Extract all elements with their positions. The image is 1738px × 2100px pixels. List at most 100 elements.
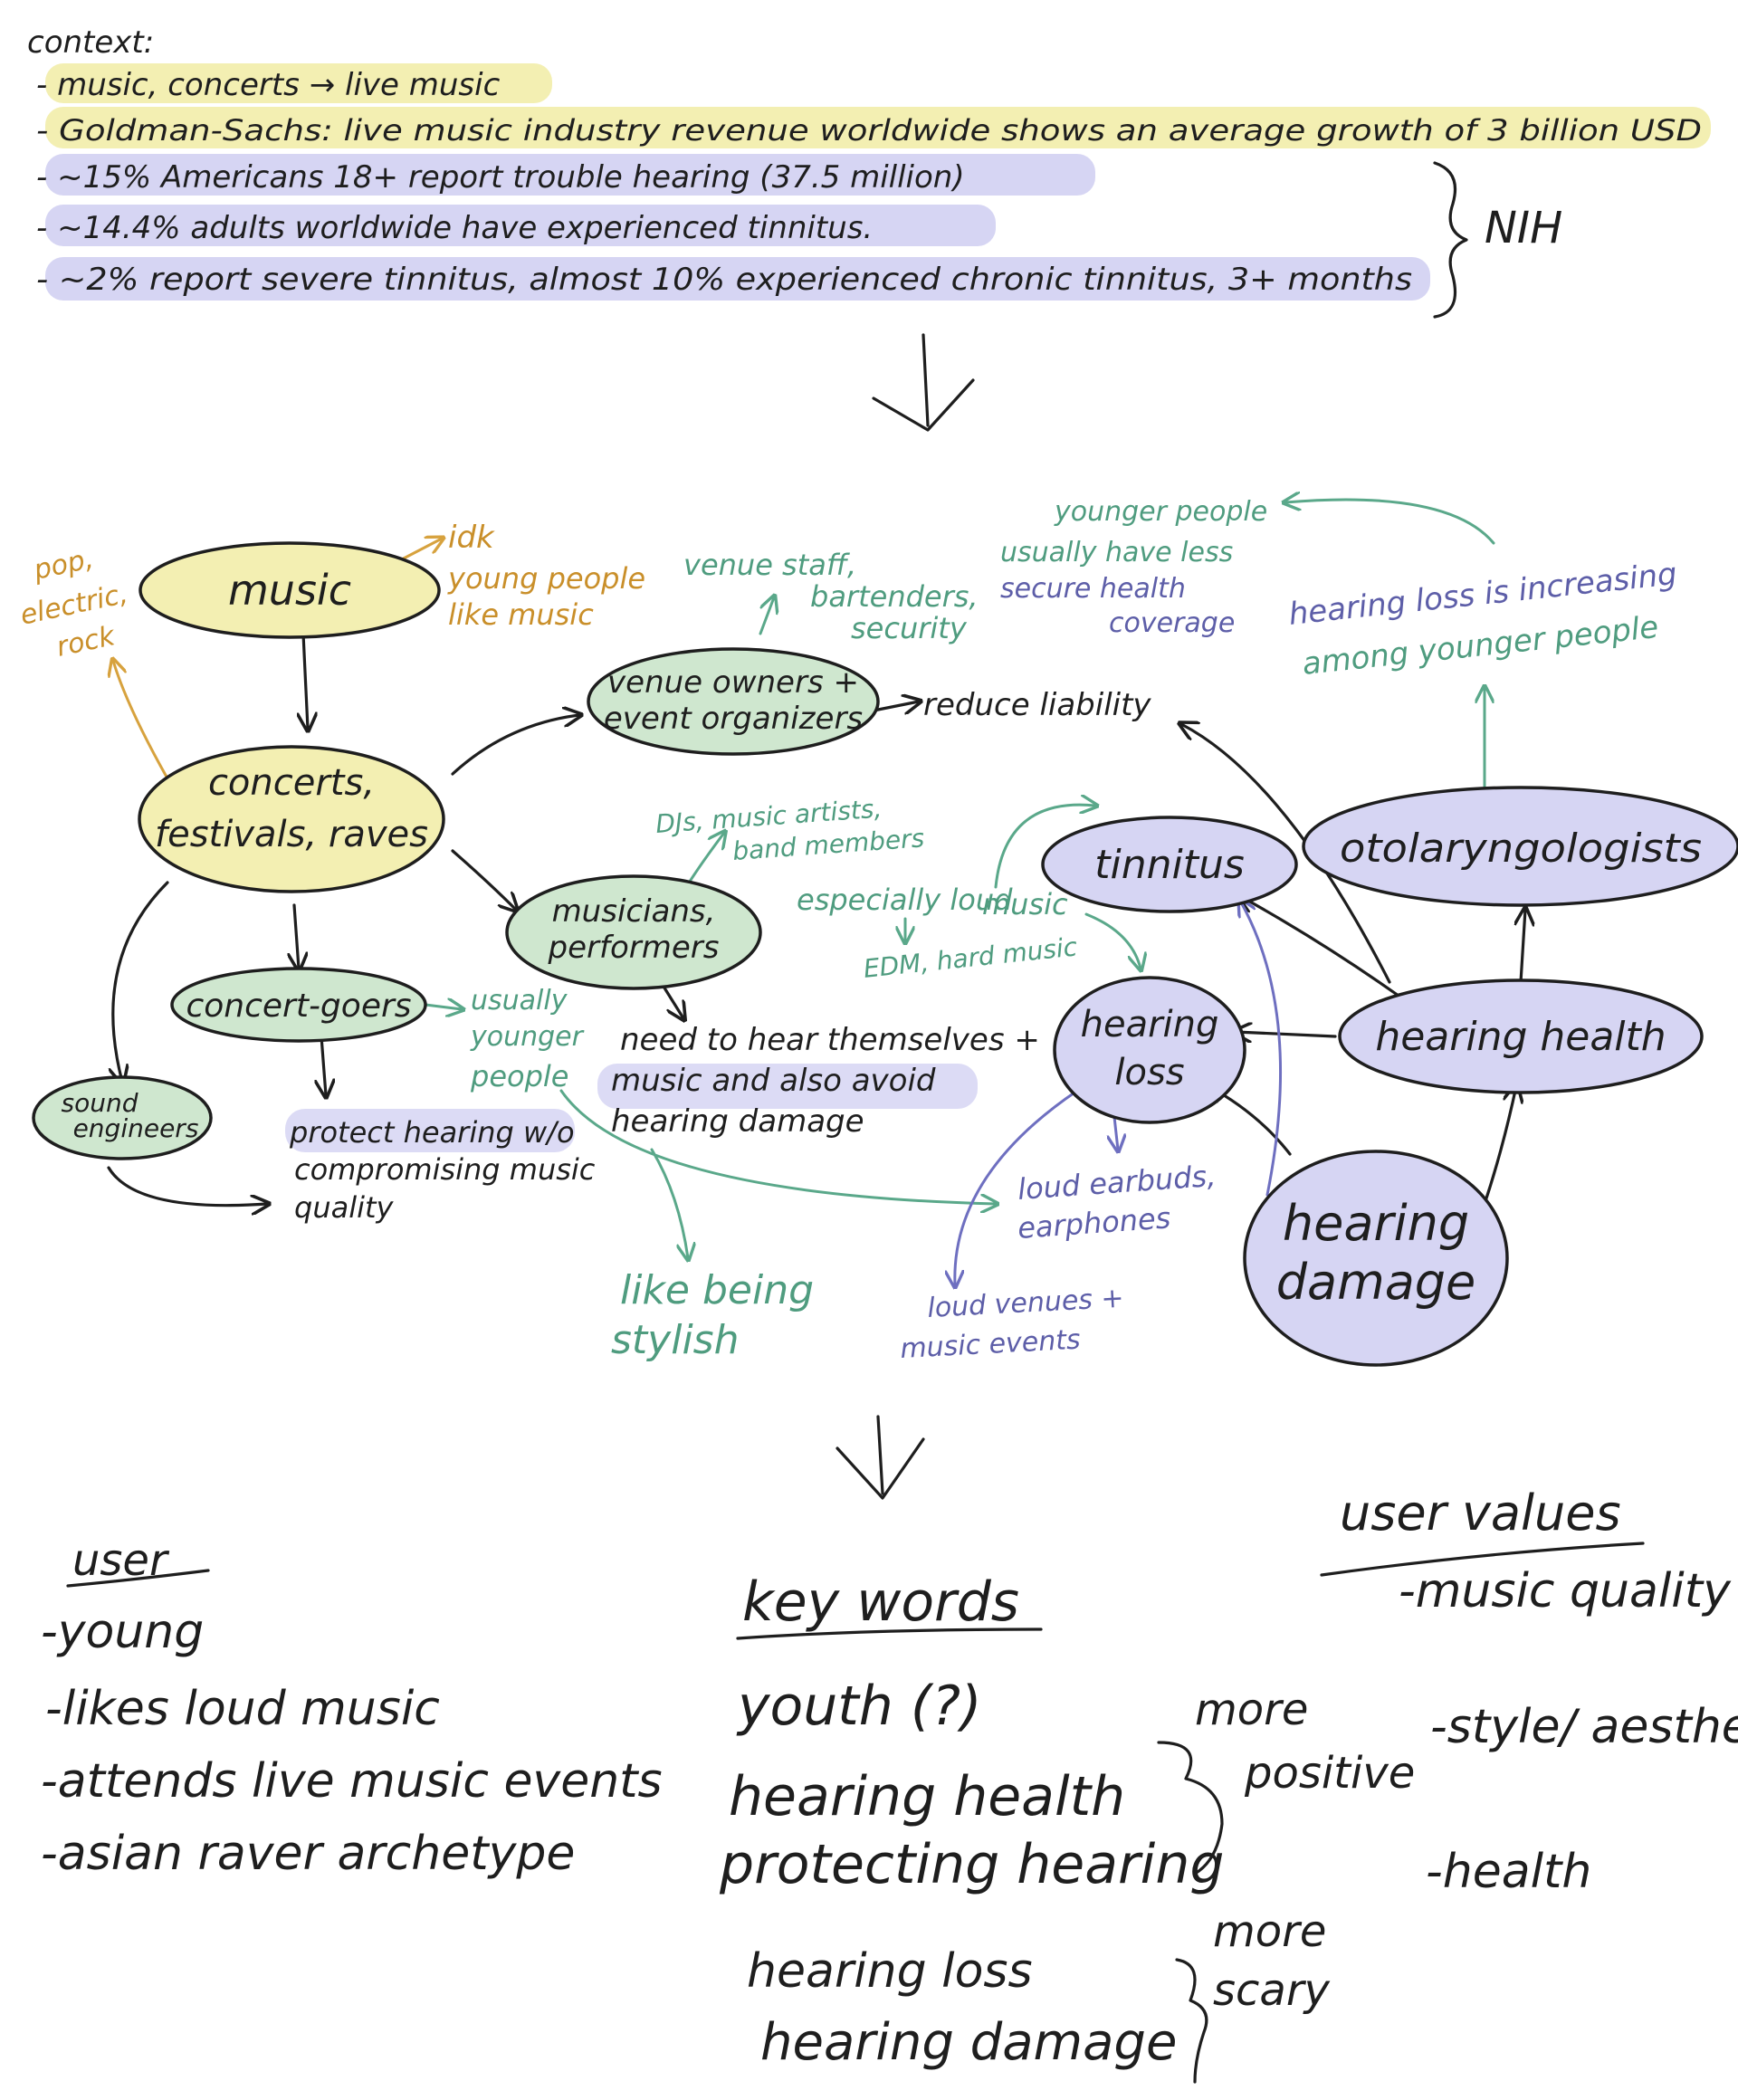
user-heading: user: [72, 1535, 170, 1586]
note-usually-younger: people: [470, 1059, 568, 1093]
node-label: engineers: [73, 1113, 199, 1143]
note-like-being-stylish: stylish: [611, 1317, 739, 1363]
highlight-lavender: [45, 205, 996, 246]
connector-arrow: [1521, 910, 1525, 984]
note-especially-loud: especially loud: [797, 883, 1013, 917]
connector-arrow: [1483, 1086, 1516, 1206]
context-section: context: - music, concerts → live music …: [27, 24, 1711, 319]
highlight-lavender: [45, 257, 1430, 301]
mind-map: music concerts, festivals, raves venue o…: [17, 496, 1738, 1367]
connector-arrow: [759, 597, 774, 635]
key-word-scary: hearing damage: [760, 2013, 1177, 2072]
user-item: -young: [41, 1605, 204, 1659]
connector-arrow: [1285, 500, 1495, 545]
key-word-positive: protecting hearing: [719, 1833, 1224, 1896]
note-younger-coverage: younger people: [1054, 496, 1267, 528]
nih-brace: [1433, 161, 1468, 319]
key-word: youth (?): [736, 1675, 982, 1738]
context-line: - ~15% Americans 18+ report trouble hear…: [36, 159, 965, 196]
scary-brace: [1175, 1958, 1208, 2084]
highlight-yellow: [45, 63, 552, 103]
positive-brace: [1157, 1741, 1224, 1876]
connector-arrow: [303, 632, 308, 729]
connector-arrow: [559, 1089, 996, 1204]
node-concert-goers: concert-goers: [170, 967, 427, 1043]
node-label: damage: [1276, 1254, 1476, 1311]
node-label: concert-goers: [186, 988, 411, 1025]
node-music: music: [138, 541, 441, 639]
connector-arrow: [1084, 912, 1141, 969]
note-loud-venues: loud venues +: [927, 1283, 1125, 1324]
user-item: -asian raver archetype: [41, 1827, 575, 1881]
connector-arrow: [396, 539, 442, 563]
note-younger-coverage: coverage: [1109, 607, 1235, 639]
connector-arrow: [107, 1166, 267, 1206]
positive-label: positive: [1244, 1748, 1415, 1799]
down-arrow-icon: [872, 333, 975, 432]
user-value: -style/ aesthetic: [1430, 1700, 1738, 1754]
note-protect-hearing: compromising music: [294, 1152, 596, 1187]
user-item: -likes loud music: [45, 1682, 440, 1736]
note-edm: EDM, hard music: [862, 931, 1079, 984]
context-line: - Goldman-Sachs: live music industry rev…: [36, 113, 1702, 148]
context-source: NIH: [1485, 203, 1562, 253]
key-word-positive: hearing health: [729, 1765, 1125, 1828]
heading-underline: [1320, 1542, 1645, 1577]
connector-arrow: [955, 1089, 1079, 1285]
note-younger-coverage: secure health: [1000, 573, 1186, 605]
note-need-to-hear: need to hear themselves +: [620, 1022, 1040, 1058]
highlight-lavender: [597, 1064, 978, 1109]
node-label: hearing health: [1375, 1014, 1666, 1060]
scary-label: more: [1213, 1906, 1326, 1957]
note-protect-hearing: quality: [294, 1190, 395, 1225]
note-especially-loud: music: [982, 887, 1068, 921]
connector-arrow: [113, 881, 169, 1082]
user-values-column: user values -music quality -style/ aesth…: [1320, 1484, 1738, 1899]
scary-label: scary: [1213, 1965, 1331, 2016]
node-label: hearing: [1283, 1195, 1469, 1252]
node-otolaryngologists: otolaryngologists: [1302, 786, 1738, 907]
context-line: - ~2% report severe tinnitus, almost 10%…: [36, 262, 1412, 298]
node-label: hearing: [1081, 1004, 1219, 1045]
key-words-heading: key words: [742, 1570, 1019, 1634]
connector-arrow: [1236, 1032, 1337, 1036]
note-usually-younger: younger: [470, 1021, 585, 1053]
connector-arrow: [424, 1005, 462, 1009]
heading-underline: [736, 1628, 1043, 1640]
note-young-people: young people: [447, 561, 645, 596]
connector-arrow: [113, 661, 169, 780]
context-heading: context:: [27, 24, 154, 61]
note-usually-younger: usually: [471, 985, 568, 1017]
node-tinnitus: tinnitus: [1041, 816, 1298, 913]
context-line: - ~14.4% adults worldwide have experienc…: [36, 210, 873, 246]
positive-label: more: [1195, 1685, 1308, 1735]
node-label: music: [228, 566, 351, 615]
connector-arrow: [451, 715, 579, 776]
node-hearing-loss: hearing loss: [1053, 976, 1246, 1124]
node-sound-engineers: sound engineers: [32, 1075, 213, 1160]
note-idk: idk: [448, 520, 495, 556]
connector-arrow: [294, 903, 299, 969]
heading-underline: [66, 1569, 210, 1588]
node-concerts: concerts, festivals, raves: [138, 745, 445, 893]
key-words-column: key words youth (?) hearing health prote…: [719, 1570, 1415, 2084]
node-label: festivals, raves: [155, 814, 428, 855]
node-label: otolaryngologists: [1340, 826, 1702, 872]
node-label: performers: [548, 930, 720, 966]
user-value: -health: [1426, 1845, 1591, 1899]
node-venue-owners: venue owners + event organizers: [587, 647, 880, 756]
node-musicians: musicians, performers: [505, 874, 762, 990]
note-younger-coverage: usually have less: [1000, 537, 1233, 568]
key-word-scary: hearing loss: [747, 1944, 1033, 1999]
note-genres: pop,: [30, 543, 96, 587]
note-loud-earbuds: earphones: [1017, 1200, 1172, 1246]
node-label: event organizers: [604, 701, 863, 737]
connector-arrow: [650, 1148, 688, 1258]
connector-arrow: [1181, 724, 1391, 984]
highlight-lavender: [285, 1109, 575, 1152]
node-label: concerts,: [208, 762, 375, 804]
note-need-to-hear: hearing damage: [611, 1103, 864, 1140]
user-value: -music quality: [1399, 1564, 1732, 1618]
note-venue-staff: security: [851, 611, 968, 645]
